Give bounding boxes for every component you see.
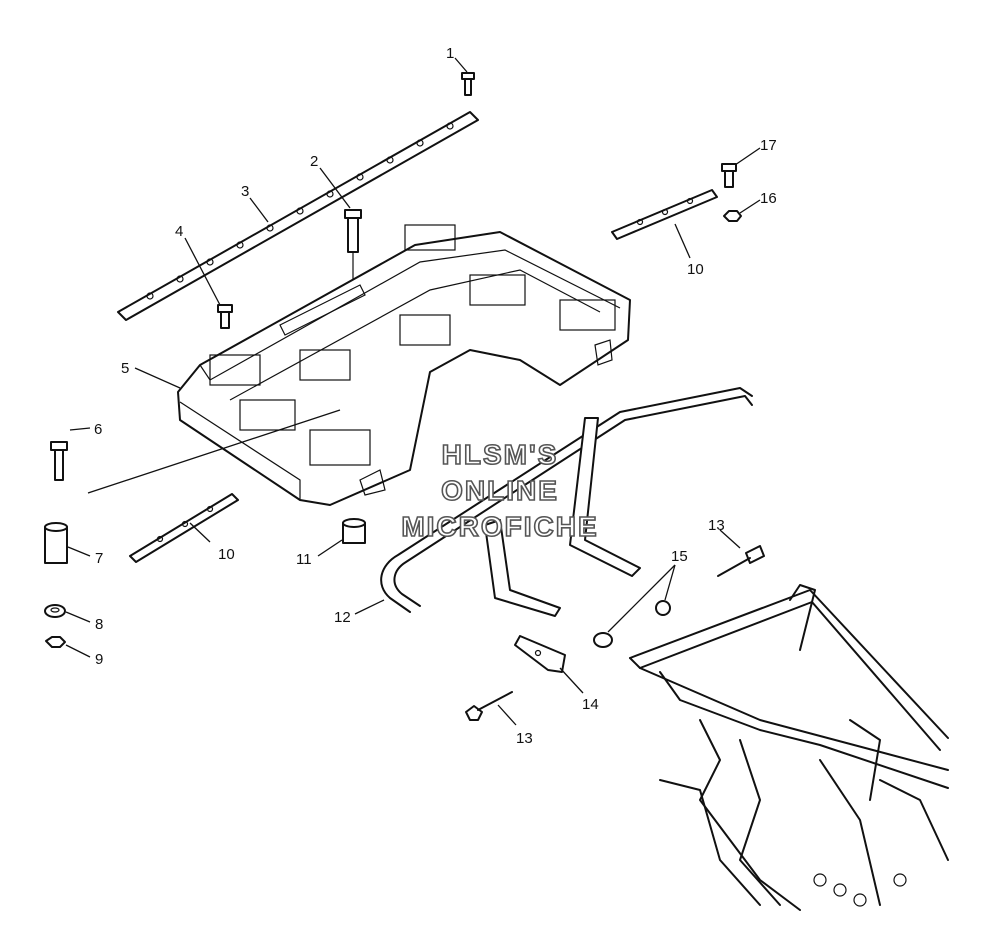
bracket-part-14: [514, 635, 566, 673]
callout-1: 1: [446, 45, 454, 62]
leader-lines: [65, 57, 761, 726]
callout-labels: 1 2 3 4 5 6 7 8 9 10 10 11 12 13 13 14 1…: [94, 45, 777, 747]
callout-4: 4: [175, 223, 183, 240]
callout-11: 11: [296, 551, 312, 568]
strip-part-10-right: [611, 189, 718, 240]
watermark-line-3: MICROFICHE: [401, 511, 598, 542]
nut-part-15-b: [593, 632, 613, 648]
spacer-part-7: [44, 522, 68, 564]
callout-9: 9: [95, 651, 103, 668]
strip-part-10-left: [129, 493, 239, 563]
callout-3: 3: [241, 183, 249, 200]
rack-part-5: [177, 224, 631, 506]
bolt-part-17: [721, 163, 737, 188]
callout-16: 16: [760, 190, 777, 207]
callout-15: 15: [671, 548, 688, 565]
callout-7: 7: [95, 550, 103, 567]
watermark-line-1: HLSM'S: [442, 439, 559, 470]
bolt-part-4: [217, 304, 233, 329]
watermark-line-2: ONLINE: [441, 475, 559, 506]
callout-6: 6: [94, 421, 102, 438]
support-tube-part-12: [380, 387, 753, 617]
nut-part-15-a: [655, 600, 671, 616]
nut-part-9: [45, 636, 66, 648]
callout-12: 12: [334, 609, 351, 626]
vehicle-frame: [629, 584, 949, 911]
callout-8: 8: [95, 616, 103, 633]
bolt-part-13-upper: [717, 545, 765, 577]
callout-13-lower: 13: [516, 730, 533, 747]
bolt-part-1: [461, 72, 475, 96]
bolt-part-6: [50, 441, 68, 481]
callout-17: 17: [760, 137, 777, 154]
callout-10-left: 10: [218, 546, 235, 563]
spacer-part-11: [342, 518, 366, 544]
watermark: HLSM'S ONLINE MICROFICHE: [401, 438, 598, 543]
rail-strip-part-3: [117, 111, 479, 321]
nut-part-16: [723, 210, 742, 222]
callout-10-right: 10: [687, 261, 704, 278]
callout-14: 14: [582, 696, 599, 713]
bolt-part-13-lower: [465, 691, 513, 721]
callout-13-upper: 13: [708, 517, 725, 534]
callout-2: 2: [310, 153, 318, 170]
washer-part-8: [44, 604, 66, 618]
callout-5: 5: [121, 360, 129, 377]
